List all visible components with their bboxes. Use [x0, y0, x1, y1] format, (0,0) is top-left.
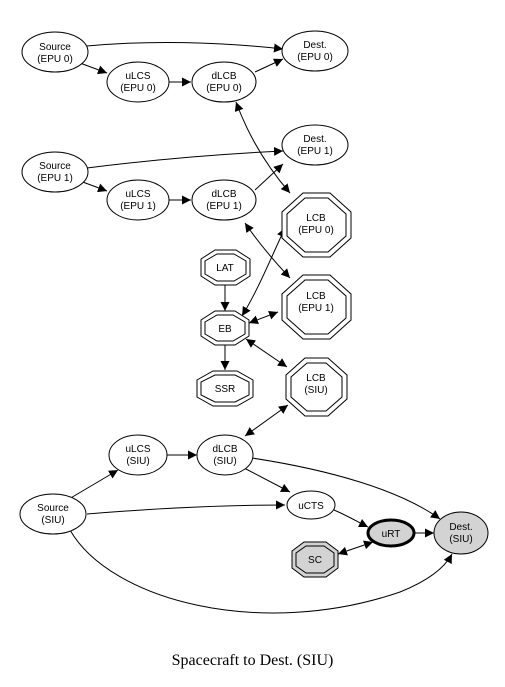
edge-source-siu-to-ulcs-siu	[68, 469, 119, 500]
node-source-epu0-sublabel: (EPU 0)	[37, 54, 73, 65]
dataflow-diagram: Source (EPU 0) Dest. (EPU 0) uLCS (EPU 0…	[19, 30, 489, 614]
node-lat: LAT	[200, 249, 251, 286]
node-ulcs-epu0: uLCS (EPU 0)	[106, 61, 170, 103]
node-ulcs-epu0-label: uLCS	[125, 71, 150, 82]
node-ulcs-siu-label: uLCS	[125, 444, 150, 455]
node-source-siu: Source (SIU)	[19, 493, 87, 535]
node-lcb-epu0-sublabel: (EPU 0)	[298, 225, 334, 236]
node-ulcs-epu1-label: uLCS	[125, 189, 150, 200]
edge-lcb-epu1-to-eb	[248, 310, 279, 325]
node-dlcb-siu-label: dLCB	[212, 444, 237, 455]
node-dlcb-epu0-label: dLCB	[211, 71, 236, 82]
node-dlcb-siu: dLCB (SIU)	[196, 434, 254, 476]
edge-source-siu-to-dest-siu	[69, 529, 453, 614]
node-dlcb-epu1-label: dLCB	[211, 189, 236, 200]
node-ssr-label: SSR	[215, 384, 236, 395]
node-ulcs-epu1: uLCS (EPU 1)	[106, 179, 170, 221]
node-dest-epu0-sublabel: (EPU 0)	[297, 52, 333, 63]
edge-source-siu-to-ucts	[86, 500, 286, 515]
node-dest-epu1-label: Dest.	[303, 134, 326, 145]
node-dest-epu1-sublabel: (EPU 1)	[297, 146, 333, 157]
node-source-epu1-sublabel: (EPU 1)	[37, 173, 73, 184]
node-urt-label: uRT	[382, 529, 401, 540]
node-lat-label: LAT	[216, 263, 234, 274]
node-dlcb-epu0-sublabel: (EPU 0)	[206, 83, 242, 94]
node-lcb-siu: LCB (SIU)	[285, 357, 348, 417]
node-dlcb-epu1: dLCB (EPU 1)	[191, 179, 257, 221]
node-lcb-epu1-label: LCB	[306, 291, 326, 302]
edge-source-epu0-to-dest-epu0	[86, 41, 284, 53]
edge-dlcb-epu0-to-lcb-epu0	[234, 101, 291, 194]
edge-eb-to-lcb-siu	[245, 338, 288, 368]
node-ucts-label: uCTS	[298, 501, 324, 512]
edge-dlcb-siu-to-lcb-siu	[244, 404, 289, 437]
node-dlcb-epu1-sublabel: (EPU 1)	[206, 201, 242, 212]
node-ulcs-epu0-sublabel: (EPU 0)	[120, 83, 156, 94]
node-source-siu-label: Source	[37, 503, 69, 514]
node-ulcs-siu-sublabel: (SIU)	[126, 456, 149, 467]
node-lcb-epu1: LCB (EPU 1)	[281, 274, 352, 340]
node-ucts: uCTS	[286, 490, 336, 520]
nodes: Source (EPU 0) Dest. (EPU 0) uLCS (EPU 0…	[19, 30, 489, 578]
edge-source-epu1-to-ulcs-epu1	[79, 180, 108, 193]
edge-sc-to-urt	[337, 540, 374, 556]
edge-dlcb-epu1-to-dest-epu1	[254, 163, 284, 191]
node-source-epu1-label: Source	[39, 161, 71, 172]
node-source-siu-sublabel: (SIU)	[41, 515, 64, 526]
edge-dlcb-siu-to-dest-siu	[251, 457, 441, 520]
diagram-caption: Spacecraft to Dest. (SIU)	[171, 652, 334, 669]
edge-dlcb-siu-to-ucts	[243, 467, 291, 493]
node-sc-label: SC	[308, 555, 322, 566]
node-dest-epu0: Dest. (EPU 0)	[281, 30, 349, 72]
node-lcb-epu0-label: LCB	[306, 213, 326, 224]
node-dlcb-epu0: dLCB (EPU 0)	[191, 61, 257, 103]
node-source-epu0: Source (EPU 0)	[21, 31, 89, 73]
node-ulcs-siu: uLCS (SIU)	[108, 434, 168, 476]
node-lcb-epu0: LCB (EPU 0)	[281, 192, 352, 258]
edges	[68, 41, 453, 614]
edge-source-epu1-to-dest-epu1	[86, 146, 284, 169]
edge-ucts-to-urt	[333, 509, 369, 528]
node-urt: uRT	[366, 518, 416, 548]
node-dest-siu: Dest. (SIU)	[433, 511, 489, 555]
node-dest-epu0-label: Dest.	[303, 40, 326, 51]
node-eb: EB	[200, 310, 250, 346]
node-dest-siu-sublabel: (SIU)	[449, 534, 472, 545]
node-eb-label: EB	[218, 324, 232, 335]
node-sc: SC	[291, 541, 339, 578]
edge-source-epu0-to-ulcs-epu0	[79, 62, 108, 75]
node-dest-epu1: Dest. (EPU 1)	[281, 124, 349, 166]
node-dest-siu-label: Dest.	[449, 522, 472, 533]
edge-dlcb-epu0-to-dest-epu0	[254, 58, 284, 73]
node-lcb-epu1-sublabel: (EPU 1)	[298, 303, 334, 314]
node-source-epu0-label: Source	[39, 42, 71, 53]
node-source-epu1: Source (EPU 1)	[21, 151, 89, 193]
node-dlcb-siu-sublabel: (SIU)	[213, 456, 236, 467]
edge-lcb-epu0-to-eb	[241, 227, 286, 317]
node-ssr: SSR	[196, 370, 254, 407]
node-ulcs-epu1-sublabel: (EPU 1)	[120, 201, 156, 212]
node-lcb-siu-label: LCB	[306, 373, 326, 384]
node-lcb-siu-sublabel: (SIU)	[304, 385, 327, 396]
